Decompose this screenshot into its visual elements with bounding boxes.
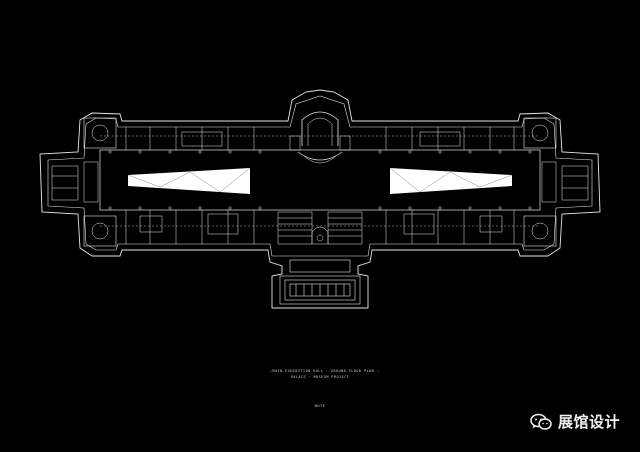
central-hall xyxy=(99,149,541,211)
west-wing xyxy=(51,161,99,203)
watermark: 展馆设计 xyxy=(530,411,620,432)
highlight-zone-west xyxy=(128,168,250,194)
plan-note-label: NOTE xyxy=(314,404,326,408)
highlighted-exhibition-zones xyxy=(127,167,513,194)
south-staircase xyxy=(277,211,363,245)
inner-wall xyxy=(47,95,593,257)
south-porch-steps xyxy=(279,259,361,305)
north-rotunda xyxy=(289,111,351,164)
corner-pavilion-sw xyxy=(83,215,117,247)
outer-wall xyxy=(39,89,601,309)
corner-pavilion-se xyxy=(523,215,557,247)
watermark-text: 展馆设计 xyxy=(558,413,621,431)
room-partitions xyxy=(125,127,515,244)
column-row xyxy=(108,150,532,210)
east-wing xyxy=(541,161,589,203)
highlight-zone-east xyxy=(390,168,512,194)
corner-pavilion-nw xyxy=(83,117,117,149)
plan-caption-subtitle: PALAIS · MUSEUM PROJECT xyxy=(290,375,350,379)
wechat-icon xyxy=(530,413,552,430)
corner-pavilion-ne xyxy=(523,117,557,149)
plan-caption-title: —MAIN EXHIBITION HALL · GROUND FLOOR PLA… xyxy=(270,369,380,373)
